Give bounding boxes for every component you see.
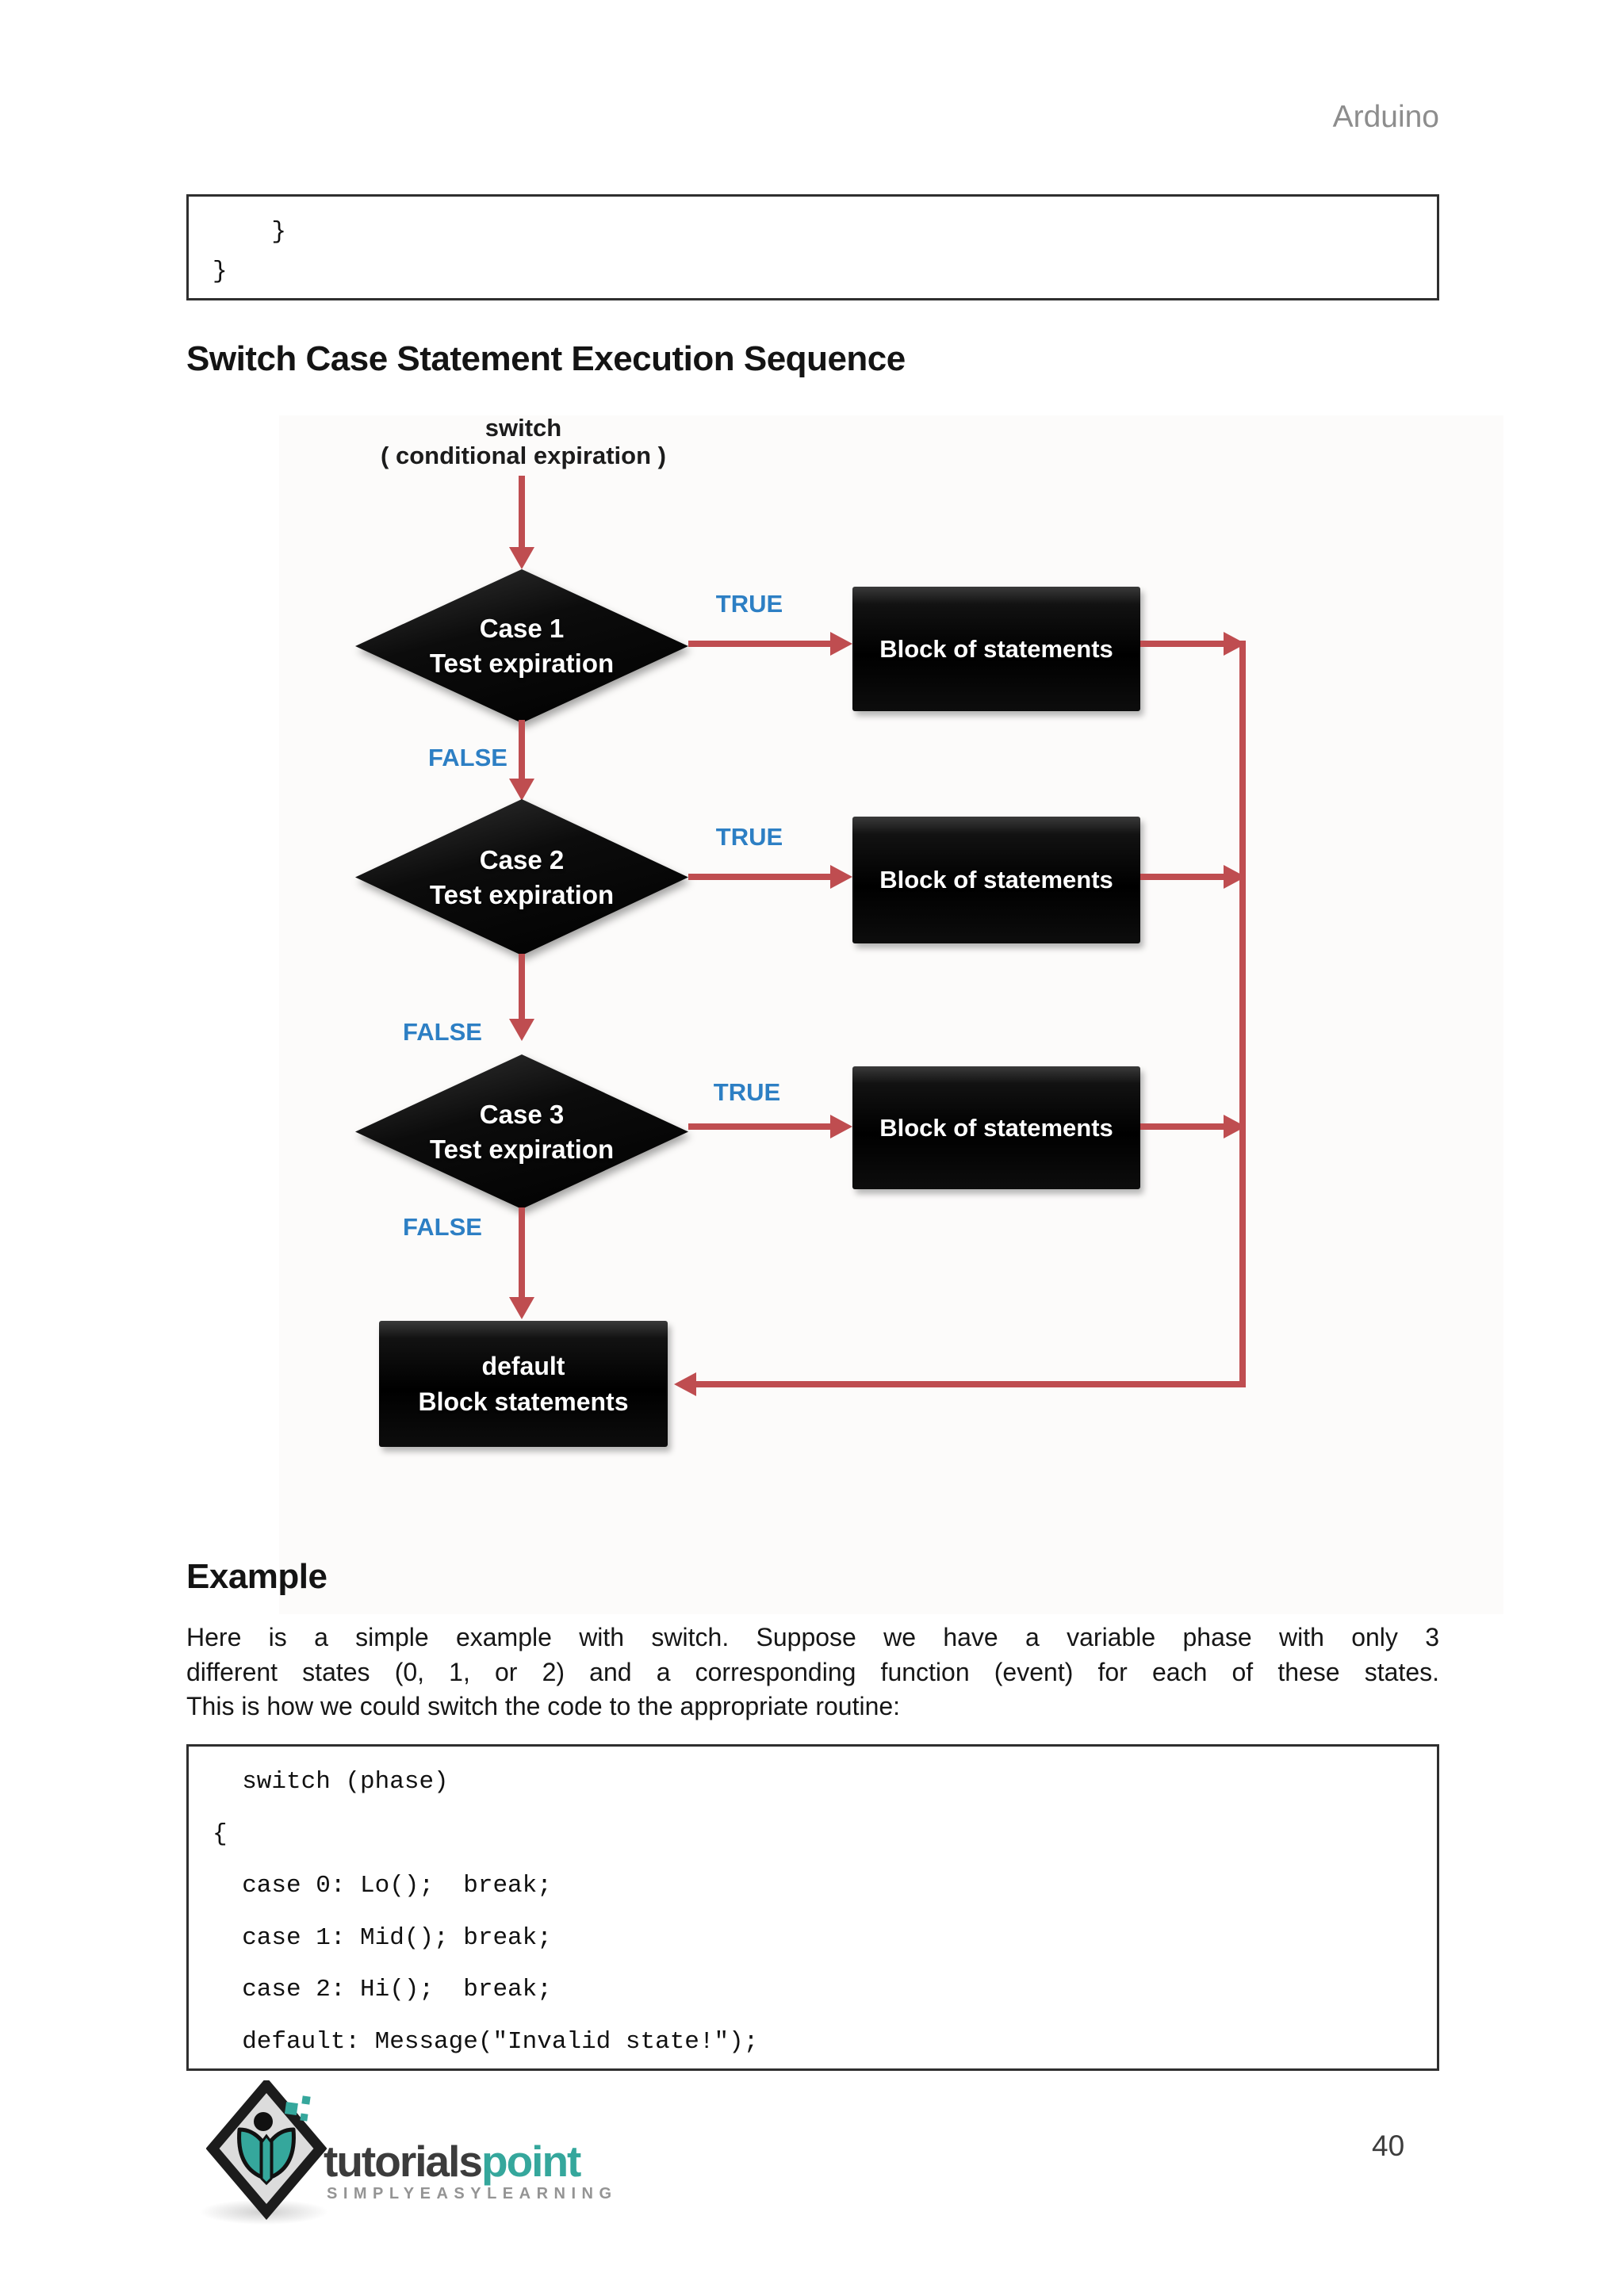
case-subtitle: Test expiration — [429, 879, 615, 909]
arrow-case1-true — [688, 641, 831, 647]
diamond-case-3: Case 3 Test expiration — [355, 1054, 688, 1209]
arrowhead-down-icon — [509, 779, 534, 801]
flowchart-start-label: switch ( conditional expiration ) — [285, 414, 761, 469]
diamond-shape — [355, 799, 688, 955]
arrow-block1-exit — [1140, 641, 1229, 647]
arrowhead-down-icon — [509, 547, 534, 569]
code-line: case 2: Hi(); break; — [213, 1976, 552, 2004]
code-line: case 0: Lo(); break; — [213, 1872, 552, 1900]
arrow-case2-false — [519, 954, 525, 1020]
arrowhead-right-icon — [1224, 865, 1246, 889]
start-label-line1: switch — [485, 414, 562, 442]
brand-tagline: SIMPLYEASYLEARNING — [327, 2185, 618, 2202]
diamond-case-1: Case 1 Test expiration — [355, 569, 688, 723]
arrow-case2-true — [688, 874, 831, 880]
code-line: default: Message("Invalid state!"); — [213, 2027, 759, 2056]
arrowhead-right-icon — [830, 865, 852, 889]
default-line1: default — [481, 1351, 565, 1380]
block-of-statements-3: Block of statements — [852, 1066, 1140, 1189]
code-block-example: switch (phase) { case 0: Lo(); break; ca… — [186, 1744, 1439, 2071]
arrowhead-right-icon — [830, 1115, 852, 1138]
arrowhead-down-icon — [509, 1297, 534, 1319]
paragraph-line: Here is a simple example with switch. Su… — [186, 1623, 1439, 1651]
diamond-case-1-text: Case 1 Test expiration — [430, 611, 614, 681]
code-line: } — [213, 218, 287, 246]
diamond-case-2: Case 2 Test expiration — [355, 799, 688, 955]
arrow-start — [519, 476, 525, 549]
arrow-case1-false — [519, 720, 525, 780]
true-label-2: TRUE — [715, 823, 783, 851]
arrow-block3-exit — [1140, 1123, 1229, 1130]
arrow-block2-exit — [1140, 874, 1229, 880]
brand-dark-text: tutorials — [324, 2137, 483, 2186]
case-subtitle: Test expiration — [429, 1134, 615, 1164]
section-title-switch-case: Switch Case Statement Execution Sequence — [186, 339, 906, 378]
block-default: default Block statements — [379, 1321, 668, 1447]
code-line: case 1: Mid(); break; — [213, 1923, 552, 1952]
running-header: Arduino — [1332, 100, 1439, 134]
block-label: Block of statements — [879, 634, 1113, 663]
flowchart-background — [279, 415, 1503, 1614]
paragraph-line: different states (0, 1, or 2) and a corr… — [186, 1657, 1439, 1686]
paragraph-line: This is how we could switch the code to … — [186, 1692, 901, 1720]
case-subtitle: Test expiration — [429, 649, 615, 678]
block-of-statements-2: Block of statements — [852, 817, 1140, 943]
code-line: switch (phase) — [213, 1768, 449, 1797]
true-label-3: TRUE — [713, 1078, 781, 1106]
default-block-text: default Block statements — [419, 1349, 629, 1420]
block-label: Block of statements — [879, 1113, 1113, 1142]
false-label-2: FALSE — [403, 1018, 482, 1046]
arrowhead-down-icon — [509, 1019, 534, 1041]
diamond-case-2-text: Case 2 Test expiration — [430, 843, 614, 913]
diamond-shape — [355, 1054, 688, 1209]
example-paragraph: Here is a simple example with switch. Su… — [186, 1621, 1439, 1724]
case-title: Case 3 — [479, 1099, 565, 1129]
arrowhead-right-icon — [1224, 632, 1246, 656]
diamond-case-3-text: Case 3 Test expiration — [430, 1097, 614, 1167]
arrowhead-right-icon — [1224, 1115, 1246, 1138]
default-line2: Block statements — [418, 1387, 629, 1416]
arrowhead-left-icon — [674, 1372, 696, 1396]
diamond-shape — [355, 569, 688, 723]
arrow-right-rail — [1239, 641, 1246, 1387]
false-label-1: FALSE — [428, 744, 508, 771]
true-label-1: TRUE — [715, 590, 783, 618]
case-title: Case 1 — [479, 614, 565, 643]
code-block-top: } } — [186, 194, 1439, 300]
arrow-case3-false — [519, 1207, 525, 1299]
code-line: } — [213, 258, 228, 285]
block-of-statements-1: Block of statements — [852, 587, 1140, 711]
tutorialspoint-wordmark: tutorialspoint — [324, 2136, 581, 2187]
arrow-return-line — [696, 1381, 1246, 1387]
arrowhead-right-icon — [830, 632, 852, 656]
block-label: Block of statements — [879, 866, 1113, 894]
code-line: { — [213, 1820, 228, 1848]
arrow-case3-true — [688, 1123, 831, 1130]
false-label-3: FALSE — [403, 1213, 482, 1241]
start-label-line2: ( conditional expiration ) — [381, 442, 666, 469]
tutorialspoint-logo-icon — [206, 2080, 327, 2221]
case-title: Case 2 — [479, 844, 565, 874]
section-title-example: Example — [186, 1557, 327, 1596]
page-number: 40 — [1372, 2130, 1405, 2162]
brand-teal-text: point — [481, 2137, 581, 2186]
